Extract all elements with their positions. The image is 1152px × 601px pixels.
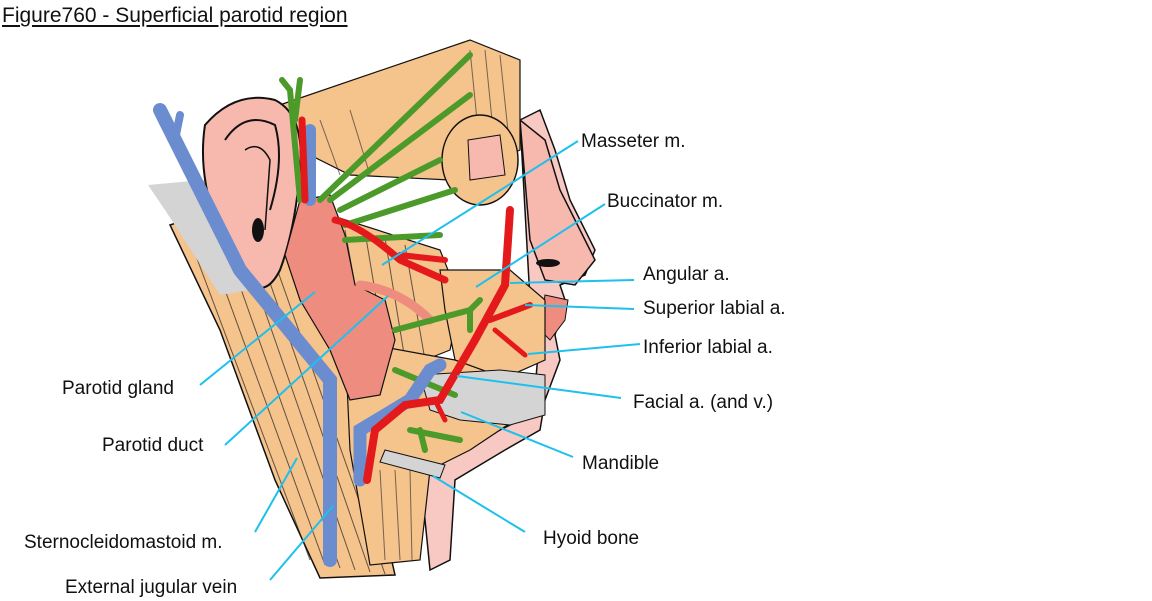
facial-nerve-branches — [279, 52, 483, 453]
leader-inferior-labial — [527, 343, 641, 355]
label-parotid-duct: Parotid duct — [102, 435, 204, 456]
nostril — [536, 259, 560, 267]
label-mandible: Mandible — [582, 453, 660, 474]
leader-superior-labial — [524, 304, 635, 310]
leader-masseter — [381, 140, 579, 266]
leader-facial — [456, 375, 622, 399]
label-hyoid: Hyoid bone — [543, 528, 640, 549]
nose — [519, 118, 596, 286]
superior-labial-artery — [487, 302, 533, 323]
parotid-duct — [355, 280, 435, 325]
facial-vein — [353, 358, 447, 487]
external-jugular-vein-path — [153, 103, 337, 567]
label-buccinator: Buccinator m. — [607, 191, 724, 212]
arteries — [298, 116, 533, 484]
label-external-jugular: External jugular vein — [65, 577, 238, 598]
hyoid-bone — [379, 449, 446, 479]
label-parotid-gland: Parotid gland — [62, 378, 174, 399]
leader-mandible — [460, 411, 574, 458]
leader-hyoid — [432, 475, 526, 533]
leader-sternocleidomastoid — [254, 457, 298, 533]
figure-title: Figure760 - Superficial parotid region — [2, 4, 348, 27]
muscle-fibers — [189, 224, 386, 575]
veins — [153, 103, 447, 567]
leader-external-jugular — [269, 505, 334, 581]
label-inferior-labial: Inferior labial a. — [643, 337, 773, 358]
label-masseter: Masseter m. — [581, 131, 686, 152]
inferior-labial-artery — [492, 327, 528, 358]
facial-artery — [363, 206, 514, 484]
label-facial: Facial a. (and v.) — [633, 392, 774, 413]
eye — [467, 134, 506, 181]
leader-parotid-gland — [199, 291, 316, 386]
leader-buccinator — [475, 203, 606, 288]
leader-parotid-duct — [224, 295, 389, 446]
label-superior-labial: Superior labial a. — [643, 298, 786, 319]
label-sternocleidomastoid: Sternocleidomastoid m. — [24, 532, 223, 553]
leader-lines — [199, 140, 641, 581]
parotid-gland — [284, 194, 396, 401]
leader-angular — [509, 279, 635, 284]
label-angular: Angular a. — [643, 264, 730, 285]
